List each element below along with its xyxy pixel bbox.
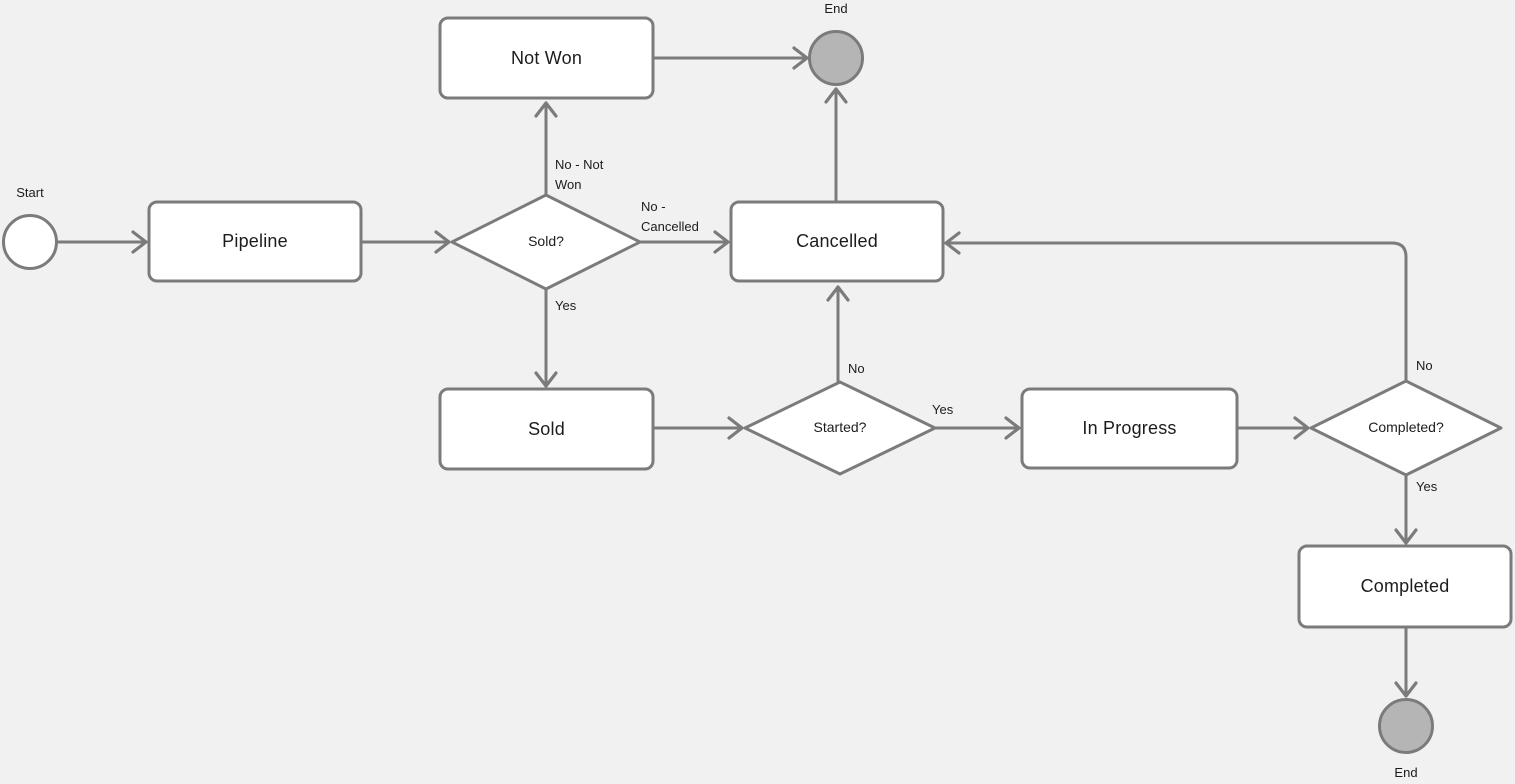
sold-decision-node[interactable] [450,193,642,291]
cancelled-node[interactable] [729,200,945,283]
pipeline-node[interactable] [147,200,363,283]
completed-decision-node[interactable] [1309,379,1503,477]
started-decision-node[interactable] [743,380,937,476]
end-top-node[interactable] [808,30,864,86]
start-node[interactable] [2,214,58,270]
end-bottom-node[interactable] [1378,698,1434,754]
in-progress-node[interactable] [1020,387,1239,470]
sold-node[interactable] [438,387,655,471]
completed-node[interactable] [1297,544,1513,629]
edge-completeddec-cancelled [944,231,1408,383]
not-won-node[interactable] [438,16,655,100]
